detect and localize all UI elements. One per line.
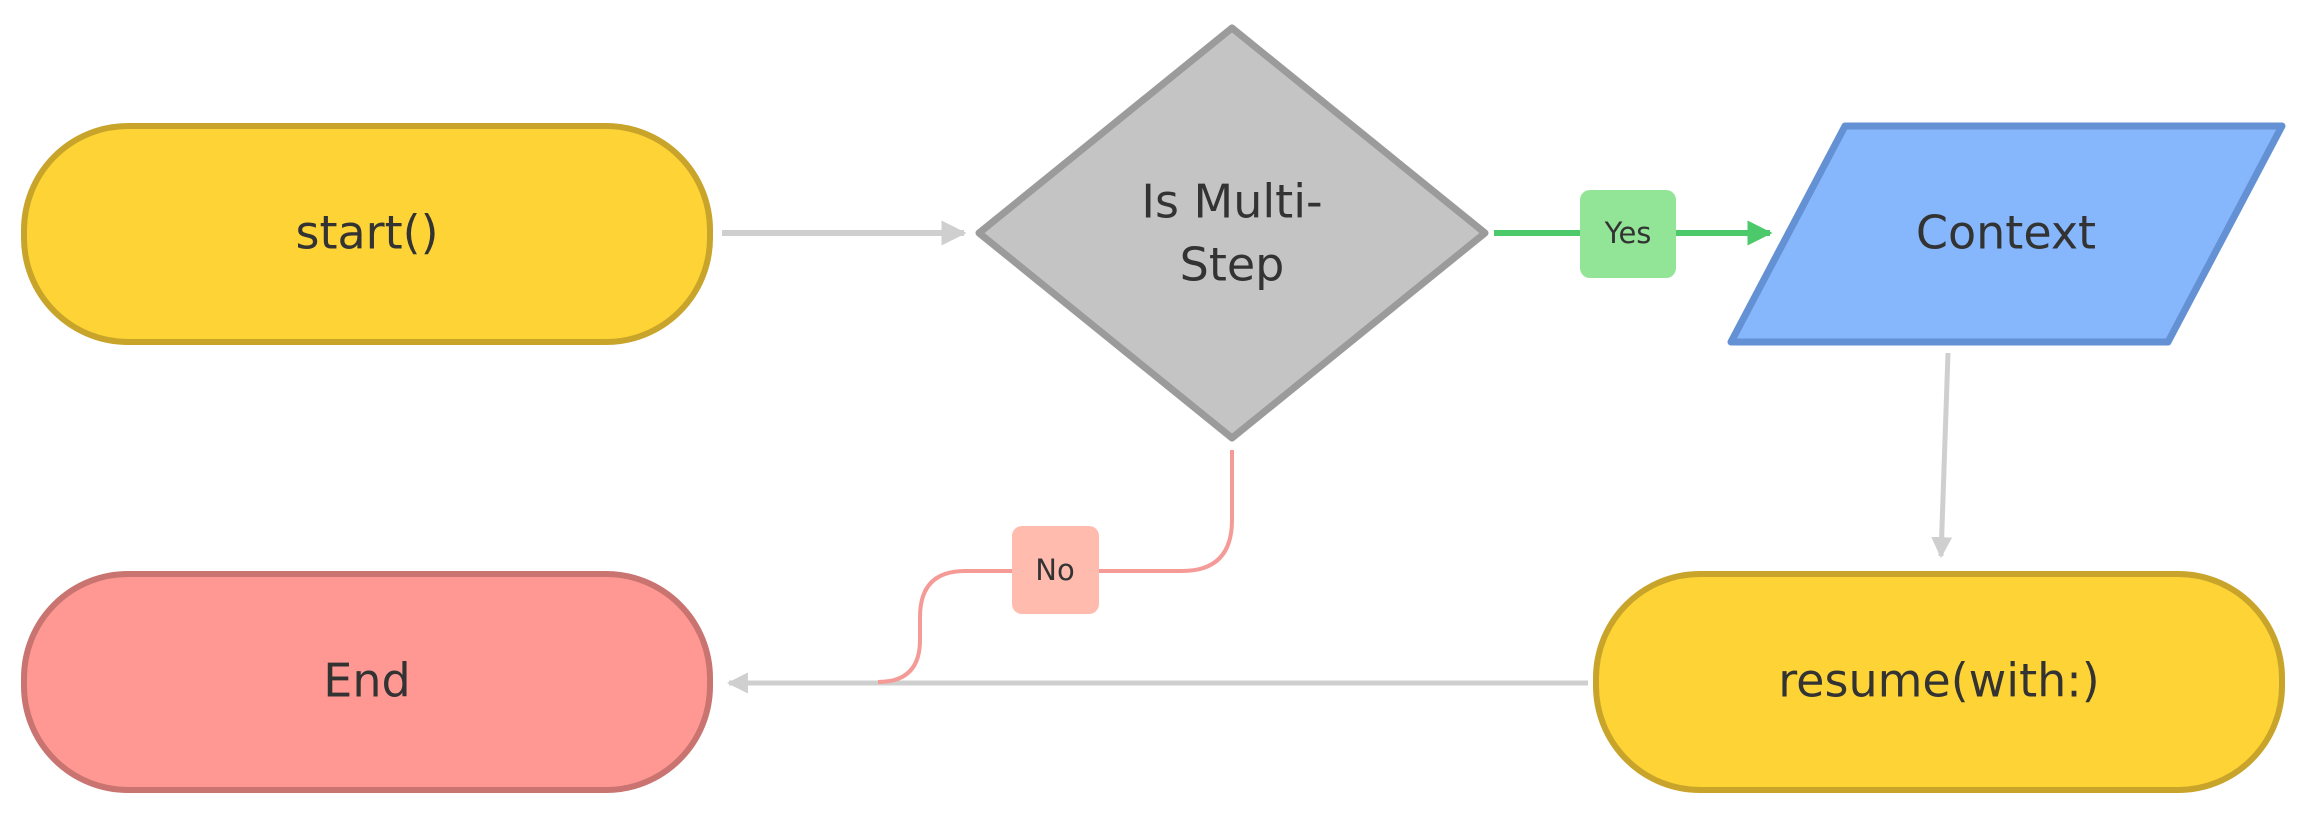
yes-label-badge xyxy=(1580,190,1676,278)
decision-node: Is Multi- Step xyxy=(975,24,1489,442)
no-label: No xyxy=(1035,553,1074,587)
decision-node-label-line2: Step xyxy=(1180,238,1285,292)
edge-yes: Yes xyxy=(1494,190,1773,278)
resume-node: resume(with:) xyxy=(1593,571,2285,793)
resume-node-label: resume(with:) xyxy=(1778,654,2099,708)
no-label-badge xyxy=(1012,526,1099,614)
end-node-label: End xyxy=(323,654,410,708)
yes-label: Yes xyxy=(1604,216,1652,250)
edge-no: No xyxy=(877,450,1234,684)
start-node: start() xyxy=(21,123,713,345)
edge-context-to-resume xyxy=(1931,352,1953,559)
decision-node-label-line1: Is Multi- xyxy=(1141,175,1322,229)
context-node-label: Context xyxy=(1916,206,2096,260)
end-node: End xyxy=(21,571,713,793)
start-node-label: start() xyxy=(295,206,438,260)
context-node: Context xyxy=(1727,122,2286,346)
